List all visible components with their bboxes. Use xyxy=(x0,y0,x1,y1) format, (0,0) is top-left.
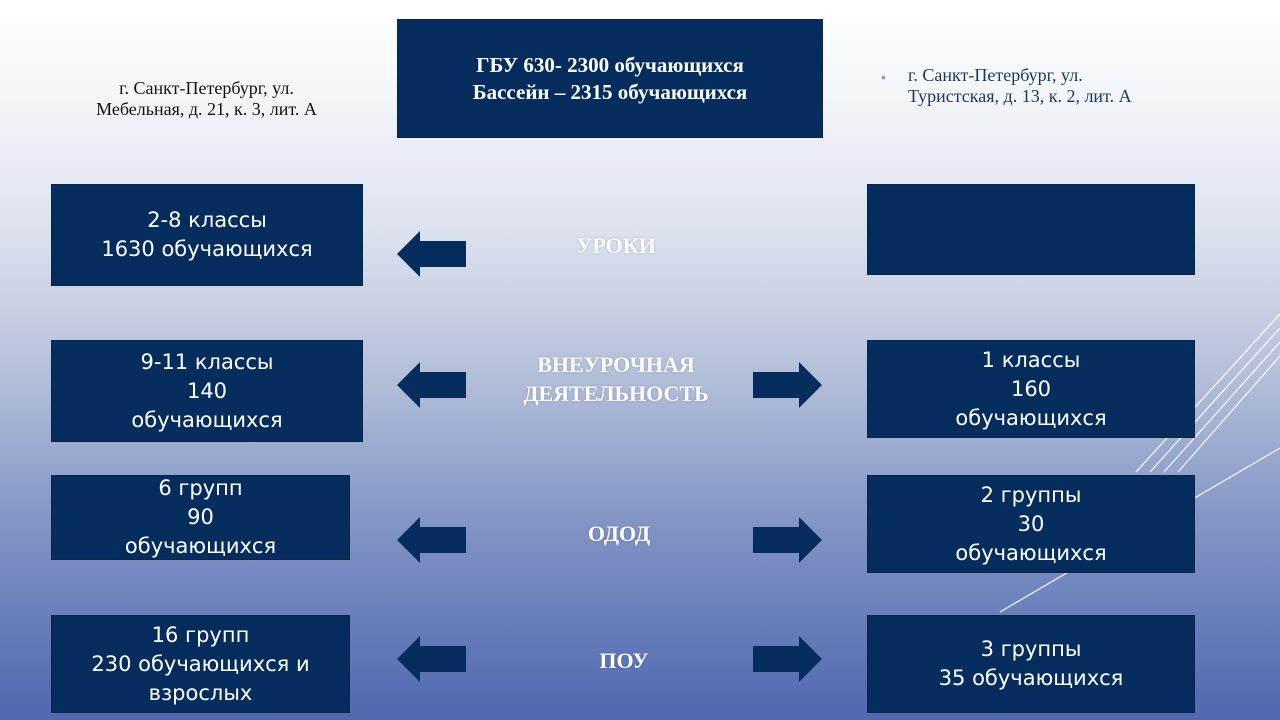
right-arrow-icon xyxy=(753,517,822,563)
left-arrow-icon xyxy=(397,362,466,408)
row2-left-box: 9-11 классы 140 обучающихся xyxy=(51,340,363,442)
left-arrow-icon xyxy=(397,636,466,682)
row2-right-box: 1 классы 160 обучающихся xyxy=(867,340,1195,438)
row1-left-box: 2-8 классы 1630 обучающихся xyxy=(51,184,363,286)
row4-category-label: ПОУ xyxy=(599,648,649,673)
header-total-box: ГБУ 630- 2300 обучающихся Бассейн – 2315… xyxy=(397,19,823,138)
right-arrow-icon xyxy=(753,636,822,682)
row3-right-box: 2 группы 30 обучающихся xyxy=(867,475,1195,573)
bullet-icon: • xyxy=(881,69,886,85)
right-arrow-icon xyxy=(753,362,822,408)
left-address: г. Санкт-Петербург, ул. Мебельная, д. 21… xyxy=(96,78,317,119)
left-arrow-icon xyxy=(397,517,466,563)
left-arrow-icon xyxy=(397,231,466,277)
row1-category-label: УРОКИ xyxy=(576,233,656,258)
right-address: г. Санкт-Петербург, ул. Туристская, д. 1… xyxy=(908,65,1132,106)
row1-right-box xyxy=(867,184,1195,275)
row3-left-box: 6 групп 90 обучающихся xyxy=(51,475,350,560)
row4-right-box: 3 группы 35 обучающихся xyxy=(867,615,1195,713)
row2-category-label: ВНЕУРОЧНАЯ ДЕЯТЕЛЬНОСТЬ xyxy=(523,352,709,406)
row3-category-label: ОДОД xyxy=(587,521,651,546)
row4-left-box: 16 групп 230 обучающихся и взрослых xyxy=(51,615,350,713)
